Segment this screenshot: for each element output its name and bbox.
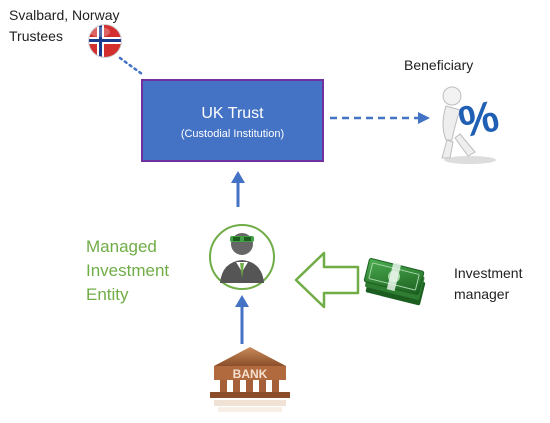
money-stack-icon [363,258,426,306]
trustees-connector [118,56,144,76]
mie-line3: Entity [86,285,129,304]
trustees-line2: Trustees [9,28,63,44]
bank-text: BANK [233,367,268,381]
investment-manager-line1: Investment [454,265,523,281]
uk-trust-box: UK Trust (Custodial Institution) [141,79,324,162]
trustees-label: Svalbard, Norway Trustees [9,5,149,47]
mie-line2: Investment [86,261,170,280]
entity-to-trust-arrowhead [231,171,245,183]
trust-to-beneficiary-arrowhead [418,112,430,124]
uk-trust-title: UK Trust [201,105,264,122]
managed-investment-entity-label: Managed Investment Entity [86,235,196,307]
beneficiary-label: Beneficiary [404,57,474,73]
percent-figure-icon: % [441,86,503,164]
investment-manager-label: Investment manager [454,263,544,305]
norway-flag-icon [88,24,122,58]
mie-line1: Managed [86,237,157,256]
manager-avatar-icon [209,224,275,290]
uk-trust-subtitle: (Custodial Institution) [180,128,285,140]
bank-to-entity-arrowhead [235,295,249,307]
bank-building-icon: BANK [210,347,290,412]
manager-to-entity-arrow [294,251,360,309]
investment-manager-line2: manager [454,286,510,302]
trustees-line1: Svalbard, Norway [9,7,120,23]
